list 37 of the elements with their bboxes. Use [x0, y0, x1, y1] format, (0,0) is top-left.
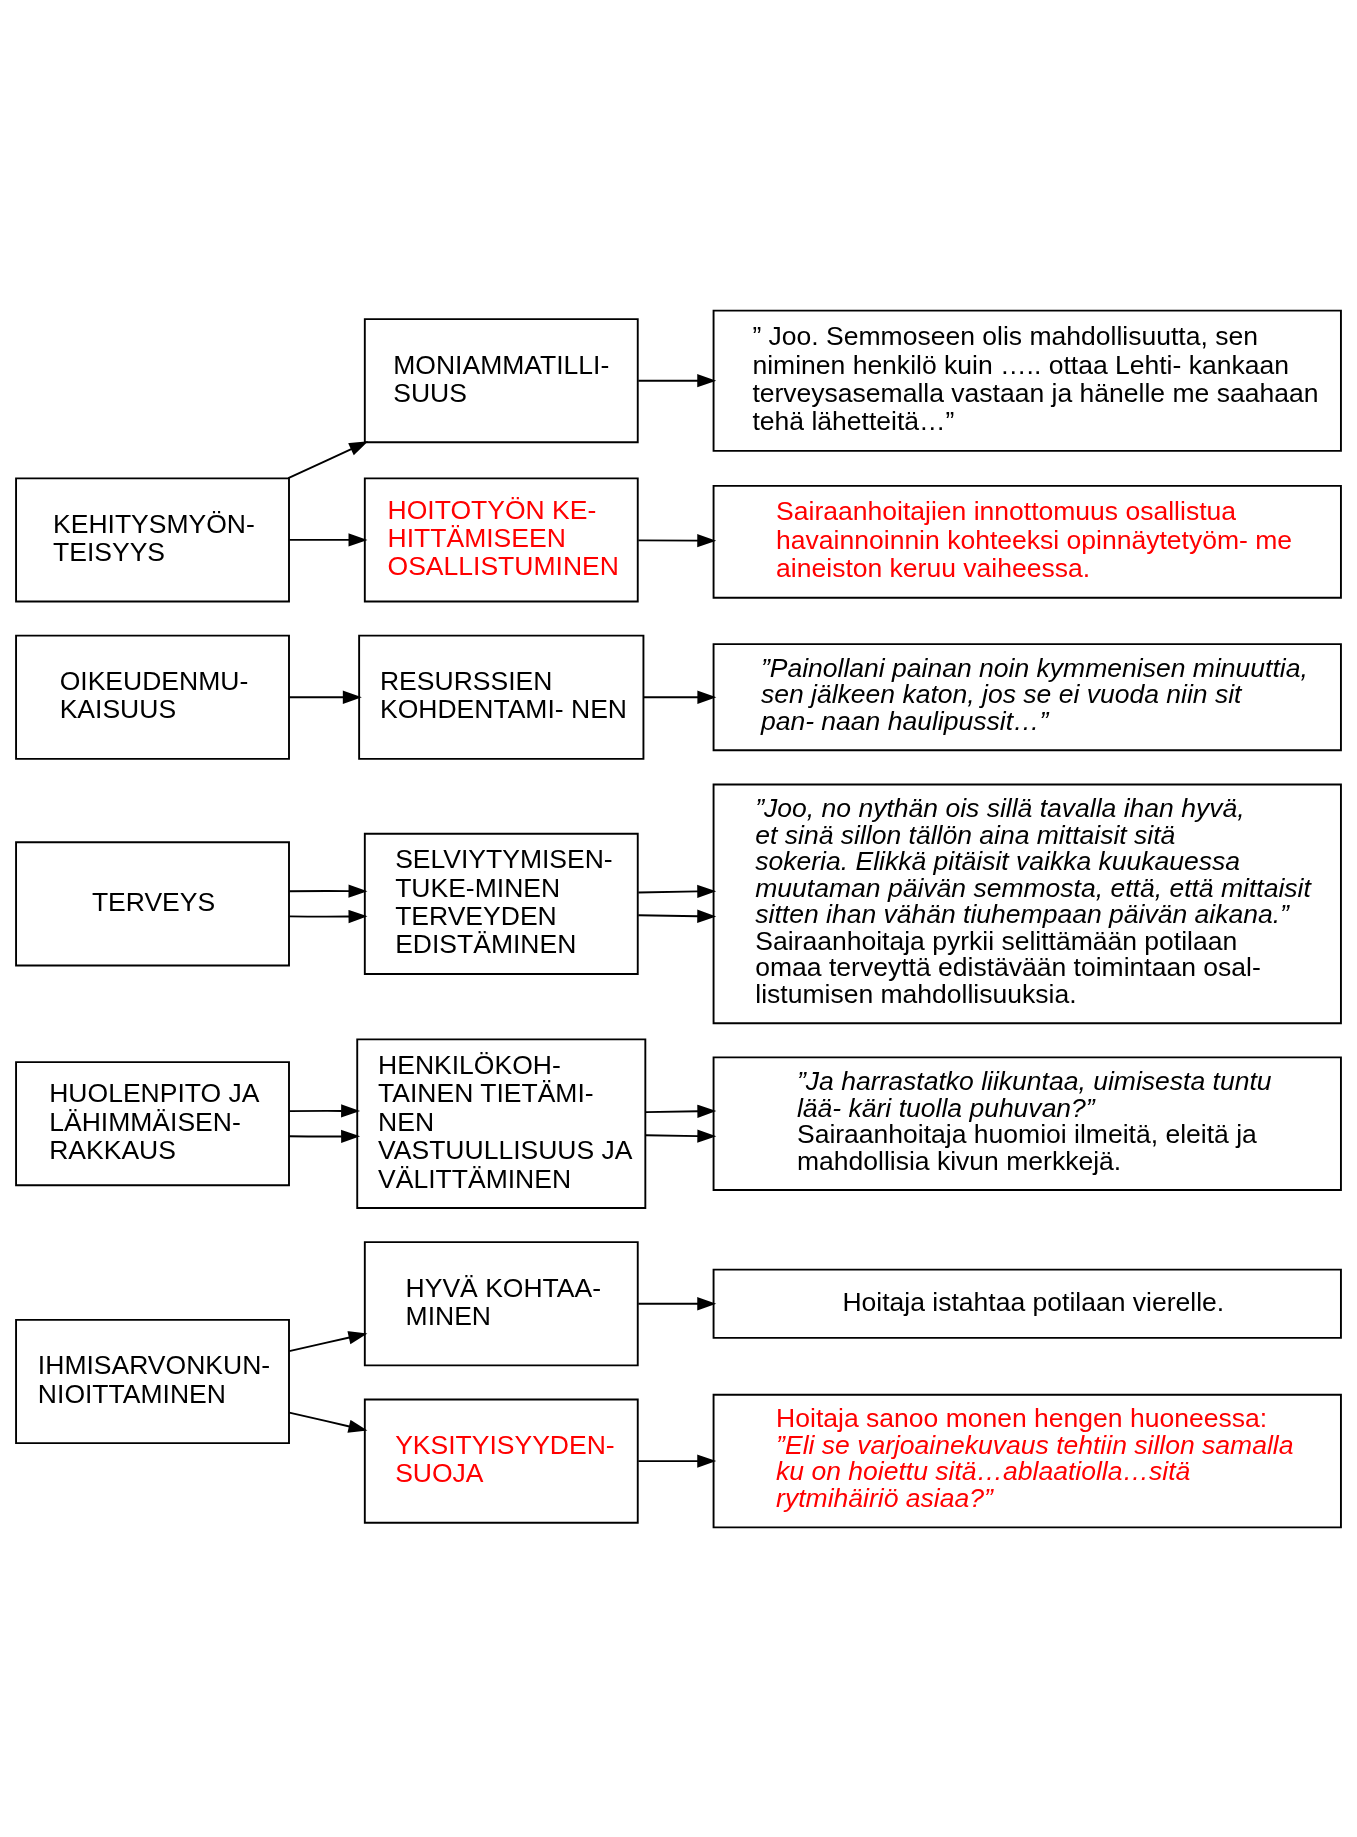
node-box: Hoitaja istahtaa potilaan vierelle.	[712, 1268, 1342, 1339]
arrow	[288, 1330, 368, 1352]
node-box: Hoitaja sanoo monen hengen huoneessa: ”Eli se varjoainekuvaus tehtiin sillon samalla ku on hoiettu sitä…ablaatiolla…sitä rytmihäiriö asiaa?”	[712, 1393, 1342, 1528]
node-box: Sairaanhoitajien innottomuus osallistua havainnoinnin kohteeksi opinnäytetyöm- me aineiston keruu vaiheessa.	[712, 484, 1342, 599]
arrow	[644, 1128, 717, 1143]
node-box: ” Joo. Semmoseen olis mahdollisuutta, sen niminen henkilö kuin ….. ottaa Lehti- kankaan terveysasemalla vastaan ja hänelle me saahaan tehä lähetteitä…”	[712, 309, 1342, 452]
node-box: YKSITYISYYDEN- SUOJA	[363, 1398, 639, 1524]
arrow	[288, 1411, 368, 1433]
node-box: IHMISARVONKUN- NIOITTAMINEN	[15, 1318, 290, 1444]
arrow	[637, 909, 717, 923]
arrow	[637, 533, 717, 547]
node-box: ”Joo, no nythän ois sillä tavalla ihan hyvä, et sinä sillon tällön aina mittaisit sitä sokeria. Elikkä pitäisit vaikka kuukauessa muutaman päivän semmosta, että, että mittaisit sitten ihan vähän tiuhempaan päivän aikana.” Sairaanhoitaja pyrkii selittämään potilaan omaa terveyttä edistävään toimintaan osal- listumisen mahdollisuuksia.	[712, 782, 1342, 1024]
arrow	[642, 690, 717, 704]
node-box: HOITOTYÖN KE- HITTÄMISEEN OSALLISTUMINEN	[363, 476, 639, 602]
node-box: HUOLENPITO JA LÄHIMMÄISEN- RAKKAUS	[15, 1060, 290, 1186]
arrow	[287, 440, 369, 479]
arrow	[637, 373, 717, 387]
node-box: MONIAMMATILLI- SUUS	[363, 317, 639, 443]
node-box: RESURSSIEN KOHDENTAMI- NEN	[358, 634, 645, 760]
arrow	[288, 532, 368, 547]
node-box: HYVÄ KOHTAA- MINEN	[363, 1240, 639, 1366]
arrow	[288, 1129, 361, 1143]
node-box: SELVIYTYMISEN- TUKE-MINEN TERVEYDEN EDISTÄMINEN	[363, 832, 639, 975]
arrow	[637, 1296, 717, 1310]
arrow	[637, 884, 717, 898]
node-box: ”Ja harrastatko liikuntaa, uimisesta tuntu lää- käri tuolla puhuvan?” Sairaanhoitaja huomioi ilmeitä, eleitä ja mahdollisia kivun merkkejä.	[712, 1055, 1342, 1191]
arrow	[288, 1103, 361, 1118]
node-box: ”Painollani painan noin kymmenisen minuuttia, sen jälkeen katon, jos se ei vuoda niin sit pan- naan haulipussit…”	[712, 642, 1342, 751]
arrow	[288, 883, 368, 898]
arrow	[637, 1453, 717, 1468]
node-box: OIKEUDENMU- KAISUUS	[15, 634, 290, 760]
node-box: HENKILÖKOH- TAINEN TIETÄMI- NEN VASTUULLISUUS JA VÄLITTÄMINEN	[356, 1037, 647, 1209]
arrow	[288, 690, 362, 704]
arrow	[644, 1104, 717, 1118]
arrow	[288, 909, 368, 923]
node-box: KEHITYSMYÖN- TEISYYS	[15, 476, 290, 602]
node-box: TERVEYS	[15, 840, 290, 966]
